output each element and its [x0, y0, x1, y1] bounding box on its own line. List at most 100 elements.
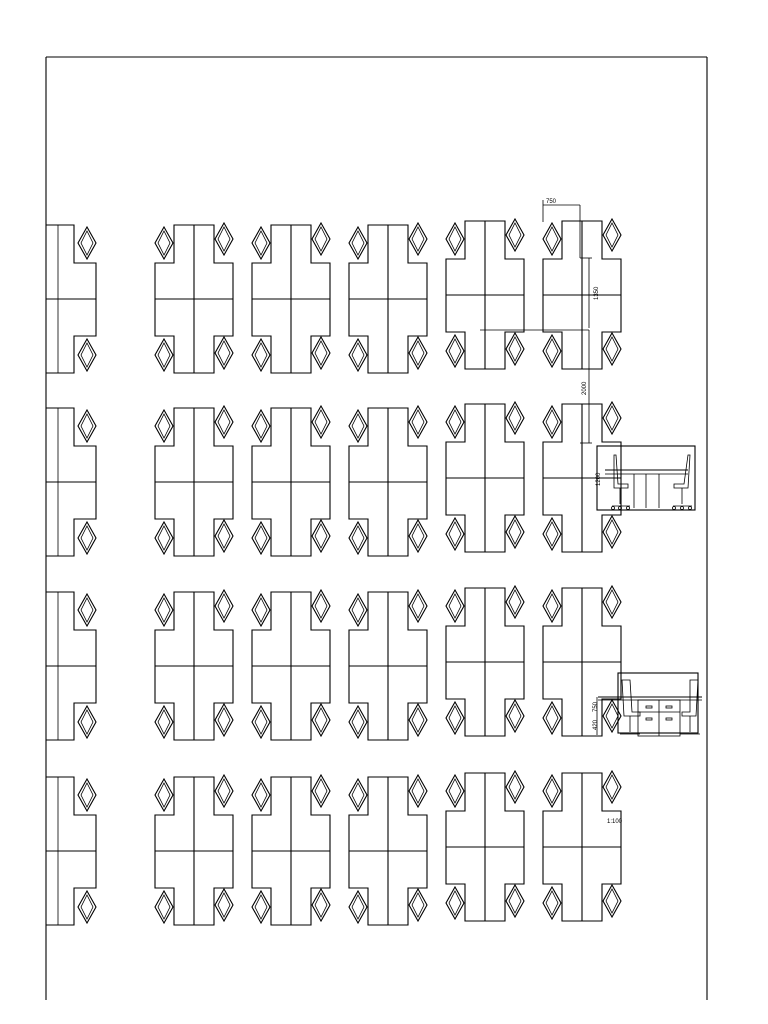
chair-icon	[445, 588, 465, 624]
chair-icon	[408, 404, 428, 440]
chair-icon	[408, 335, 428, 371]
chair-icon	[348, 777, 368, 813]
chair-icon	[408, 221, 428, 257]
chair-icon	[602, 331, 622, 367]
chair-icon	[542, 588, 562, 624]
workstation-cluster	[46, 224, 97, 374]
chair-icon	[348, 520, 368, 556]
workstation-cluster	[251, 404, 331, 557]
chair-icon	[505, 698, 525, 734]
chair-icon	[251, 520, 271, 556]
workstation-cluster	[46, 591, 97, 741]
workstation-clusters	[46, 217, 622, 926]
chair-icon	[311, 518, 331, 554]
chair-icon	[348, 408, 368, 444]
chair-icon	[408, 887, 428, 923]
desk-outline	[251, 591, 331, 741]
chair-icon	[77, 225, 97, 261]
chair-icon	[505, 883, 525, 919]
elevation-1-height-label: 1200	[596, 472, 602, 486]
chair-icon	[445, 773, 465, 809]
workstation-cluster	[542, 400, 622, 553]
chair-icon	[154, 889, 174, 925]
workstation-cluster	[542, 769, 622, 922]
chair-icon	[348, 592, 368, 628]
elevation-view-1: 1200	[596, 445, 696, 511]
chair-icon	[311, 221, 331, 257]
chair-icon	[311, 588, 331, 624]
dimension-group: 750 1350 2000	[480, 199, 600, 444]
workstation-cluster	[251, 588, 331, 741]
chair-icon	[542, 773, 562, 809]
workstation-cluster	[348, 221, 428, 374]
desk-outline	[348, 224, 428, 374]
desk-outline	[542, 220, 622, 370]
dimension-label-vertical-1: 1350	[594, 286, 600, 300]
chair-icon	[602, 514, 622, 550]
chair-icon	[348, 704, 368, 740]
chair-icon	[445, 333, 465, 369]
workstation-cluster	[445, 584, 525, 737]
chair-icon	[214, 221, 234, 257]
desk-outline	[445, 403, 525, 553]
chair-icon	[214, 588, 234, 624]
workstation-cluster	[251, 221, 331, 374]
workstation-cluster	[445, 769, 525, 922]
desk-outline	[445, 220, 525, 370]
chair-icon	[408, 702, 428, 738]
chair-icon	[408, 588, 428, 624]
chair-icon	[214, 335, 234, 371]
chair-icon	[602, 769, 622, 805]
chair-icon	[154, 337, 174, 373]
workstation-cluster	[46, 776, 97, 926]
chair-icon	[505, 217, 525, 253]
chair-icon	[251, 704, 271, 740]
elevation-view-2: 750 420	[593, 672, 702, 737]
chair-icon	[77, 889, 97, 925]
desk-outline	[542, 587, 622, 737]
chair-icon	[214, 518, 234, 554]
drawing-frame	[45, 56, 708, 1000]
chair-icon	[542, 700, 562, 736]
chair-icon	[251, 408, 271, 444]
desk-outline	[251, 776, 331, 926]
chair-icon	[77, 337, 97, 373]
chair-icon	[311, 702, 331, 738]
desk-outline	[445, 772, 525, 922]
chair-icon	[77, 520, 97, 556]
desk-outline	[251, 224, 331, 374]
chair-icon	[154, 777, 174, 813]
chair-icon	[445, 221, 465, 257]
chair-icon	[505, 584, 525, 620]
desk-outline	[542, 403, 622, 553]
chair-icon	[214, 773, 234, 809]
chair-icon	[311, 404, 331, 440]
chair-icon	[445, 700, 465, 736]
chair-icon	[505, 769, 525, 805]
chair-icon	[77, 408, 97, 444]
chair-icon	[154, 592, 174, 628]
chair-icon	[154, 520, 174, 556]
chair-icon	[542, 221, 562, 257]
chair-icon	[348, 225, 368, 261]
elevation-2-height-label-b: 420	[593, 719, 599, 730]
elevation-2-height-label-a: 750	[593, 701, 599, 712]
desk-outline	[348, 776, 428, 926]
chair-icon	[542, 404, 562, 440]
chair-icon	[251, 225, 271, 261]
workstation-cluster	[46, 407, 97, 557]
chair-icon	[542, 333, 562, 369]
chair-icon	[505, 331, 525, 367]
scale-label: 1:100	[607, 819, 623, 825]
desk-outline	[542, 772, 622, 922]
workstation-cluster	[154, 773, 234, 926]
desk-outline	[154, 591, 234, 741]
chair-icon	[445, 885, 465, 921]
desk-outline	[154, 776, 234, 926]
desk-outline	[348, 591, 428, 741]
desk-outline	[445, 587, 525, 737]
chair-icon	[77, 592, 97, 628]
workstation-cluster	[348, 773, 428, 926]
chair-icon	[602, 584, 622, 620]
